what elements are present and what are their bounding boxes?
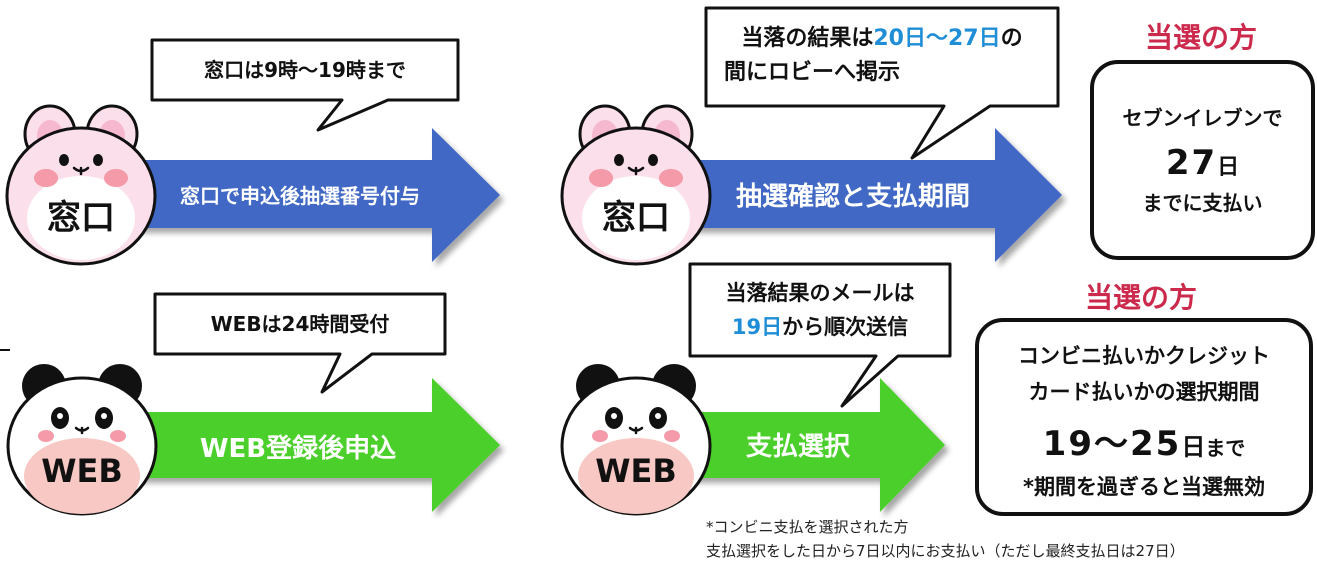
bubble-counter-hours-text: 窓口は9時～19時まで <box>204 58 406 82</box>
result-posting-suffix: の <box>1000 26 1023 51</box>
footnote-line2: 支払選択をした日から7日以内にお支払い（ただし最終支払日は27日） <box>706 542 1185 560</box>
payment-choice-line1: コンビニ払いかクレジット <box>1018 344 1270 368</box>
arrow-payment-select <box>690 378 945 512</box>
bubble-result-mail-text: 当落結果のメールは 19日から順次送信 <box>690 276 950 344</box>
invalid-warning: *期間を過ぎると当選無効 <box>1023 475 1265 499</box>
result-posting-dates: 20日～27日 <box>873 26 1001 51</box>
bubble-web-hours <box>153 292 447 394</box>
deadline-suffix-row2: まで <box>1205 436 1246 460</box>
panda-icon-web-left <box>6 364 158 516</box>
footnote: *コンビニ支払を選択された方 支払選択をした日から7日以内にお支払い（ただし最終… <box>706 515 1185 563</box>
arrow-counter-apply-label: 窓口で申込後抽選番号付与 <box>180 184 420 208</box>
winner-box-seven-eleven: セブンイレブンで 27日 までに支払い <box>1090 60 1315 260</box>
bubble-counter-hours <box>150 38 460 132</box>
face-label-counter-right: 窓口 <box>602 198 670 238</box>
deadline-range-row2: 19～25 <box>1042 424 1182 464</box>
arrow-lottery-check-label: 抽選確認と支払期間 <box>735 182 970 212</box>
pay-by-line: までに支払い <box>1142 191 1263 215</box>
result-posting-prefix: 当落の結果は <box>741 26 874 51</box>
winner-box-payment-choice: コンビニ払いかクレジット カード払いかの選択期間 19～25日まで *期間を過ぎ… <box>975 318 1313 516</box>
bubble-web-hours-text: WEBは24時間受付 <box>210 312 390 336</box>
face-label-web-right: WEB <box>595 452 677 490</box>
bubble-result-posting-text: 当落の結果は20日～27日の 間にロビーへ掲示 <box>706 22 1058 90</box>
seven-eleven-line: セブンイレブンで <box>1122 106 1283 130</box>
arrow-payment-select-label: 支払選択 <box>745 432 850 462</box>
face-label-counter-left: 窓口 <box>47 198 115 238</box>
winner-title-row1: 当選の方 <box>1145 21 1258 54</box>
arrow-counter-apply <box>130 128 500 262</box>
payment-choice-line2: カード払いかの選択期間 <box>1028 380 1260 404</box>
result-mail-line1: 当落結果のメールは <box>725 281 915 305</box>
arrow-web-apply <box>130 378 500 512</box>
winner-title-row2: 当選の方 <box>1085 281 1198 314</box>
bear-icon-counter-right <box>560 104 712 266</box>
bubble-result-posting <box>704 6 1060 160</box>
panda-icon-web-right <box>560 364 712 516</box>
deadline-unit-row1: 日 <box>1217 155 1240 180</box>
deadline-day-row1: 27 <box>1165 143 1218 183</box>
deadline-unit-row2: 日 <box>1181 433 1206 461</box>
arrow-web-apply-label: WEB登録後申込 <box>199 434 397 464</box>
result-mail-suffix: から順次送信 <box>782 315 909 339</box>
arrow-lottery-check <box>690 128 1062 262</box>
bear-icon-counter-left <box>5 104 157 266</box>
result-mail-date: 19日 <box>731 315 783 339</box>
face-label-web-left: WEB <box>41 452 123 490</box>
bubble-result-mail <box>688 262 952 408</box>
footnote-line1: *コンビニ支払を選択された方 <box>706 518 909 536</box>
result-posting-line2: 間にロビーへ掲示 <box>724 60 901 85</box>
